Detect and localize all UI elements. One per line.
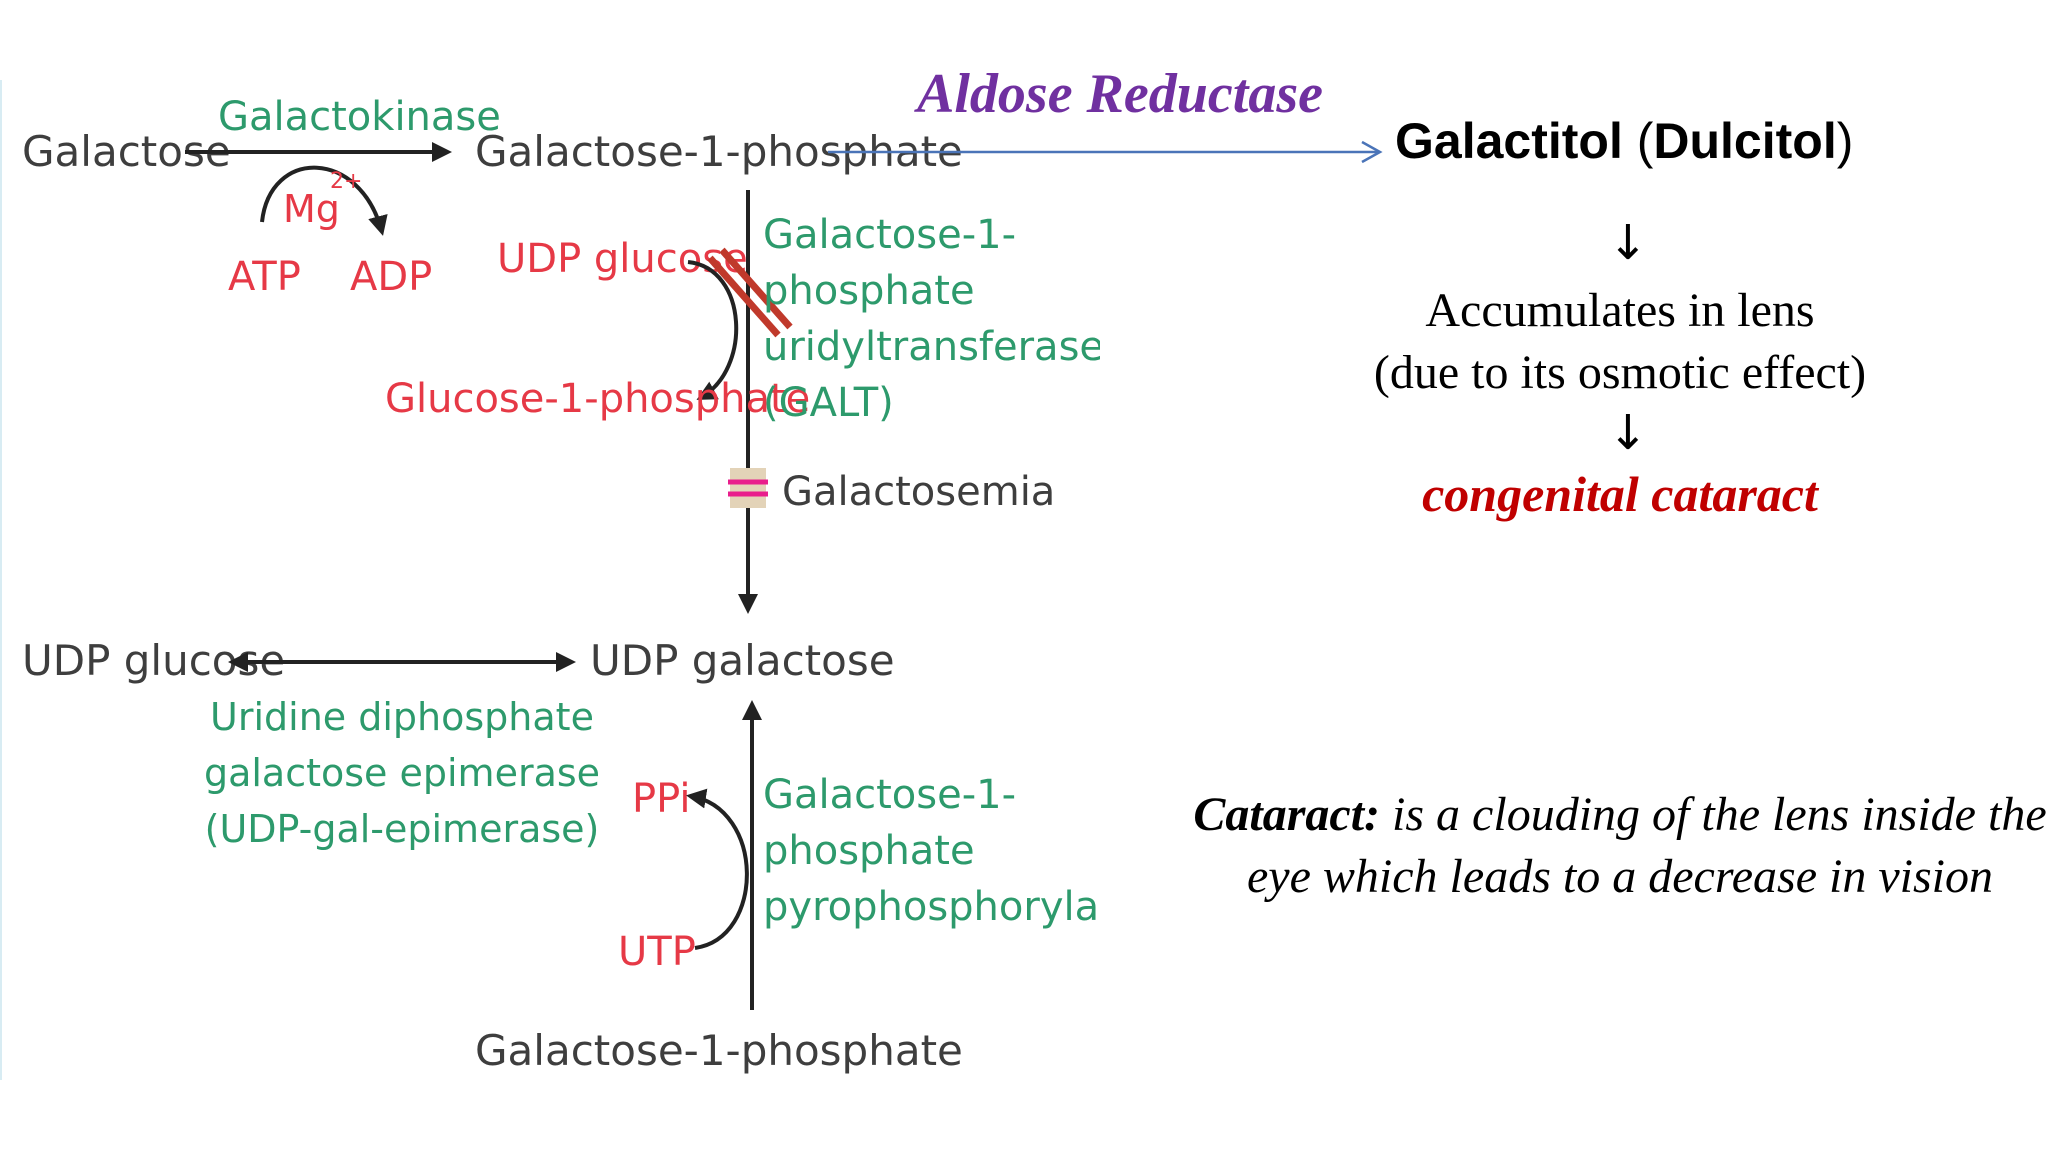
utp-label: UTP	[618, 929, 696, 975]
galactosemia-block-bg	[730, 468, 766, 508]
galt-line-4: (GALT)	[763, 380, 894, 426]
galactitol-label: Galactitol (Dulcitol)	[1395, 112, 1853, 170]
congenital-cataract-label: congenital cataract	[1422, 466, 1818, 522]
utp-ppi-curve	[686, 788, 749, 950]
galactokinase-label: Galactokinase	[218, 94, 501, 140]
pyro-line-1: Galactose-1-	[763, 772, 1016, 818]
accumulates-text: Accumulates in lens (due to its osmotic …	[1300, 280, 1940, 404]
galt-line-1: Galactose-1-	[763, 212, 1016, 258]
galt-line-3: uridyltransferase	[763, 324, 1100, 370]
galactitol-close-paren: )	[1836, 113, 1854, 169]
cataract-definition: Cataract: is a clouding of the lens insi…	[1180, 784, 2048, 908]
aldose-reductase-arrowhead	[1361, 140, 1383, 164]
atp-label: ATP	[228, 254, 301, 300]
cataract-term: Cataract:	[1193, 788, 1381, 841]
mg-charge: 2+	[330, 169, 362, 194]
accumulates-line-1: Accumulates in lens	[1425, 284, 1815, 337]
udp-glucose-curve	[687, 260, 739, 400]
udp-glucose-top-label: UDP glucose	[497, 236, 748, 282]
aldose-reductase-label: Aldose Reductase	[917, 63, 1323, 125]
dulcitol-name: Dulcitol	[1653, 113, 1837, 169]
pyro-line-3: pyrophosphorylase	[763, 884, 1100, 930]
epimerase-line-3: (UDP-gal-epimerase)	[205, 807, 600, 851]
block-mark-1	[707, 255, 781, 338]
gal1p-bottom-label: Galactose-1-phosphate	[475, 1026, 963, 1075]
cataract-text: is a clouding of the lens inside the eye…	[1246, 788, 2047, 903]
atp-adp-curve	[260, 165, 388, 236]
udp-galactose-label: UDP galactose	[590, 636, 895, 685]
epimerase-line-1: Uridine diphosphate	[210, 695, 594, 739]
glucose1p-label: Glucose-1-phosphate	[385, 376, 810, 422]
adp-label: ADP	[350, 254, 432, 300]
left-border	[0, 80, 2, 1080]
pyro-line-2: phosphate	[763, 828, 975, 874]
epimerase-line-2: galactose epimerase	[204, 751, 600, 795]
mg-label: Mg	[283, 187, 340, 231]
down-arrow-2: ↓	[1607, 405, 1649, 461]
down-arrow-1: ↓	[1607, 215, 1649, 271]
galt-line-2: phosphate	[763, 268, 975, 314]
ppi-label: PPi	[632, 776, 690, 822]
accumulates-line-2: (due to its osmotic effect)	[1373, 346, 1867, 399]
galactitol-name: Galactitol	[1395, 113, 1623, 169]
galactitol-open-paren: (	[1622, 113, 1654, 169]
block-mark-2	[719, 247, 793, 330]
galactosemia-label: Galactosemia	[782, 469, 1055, 515]
